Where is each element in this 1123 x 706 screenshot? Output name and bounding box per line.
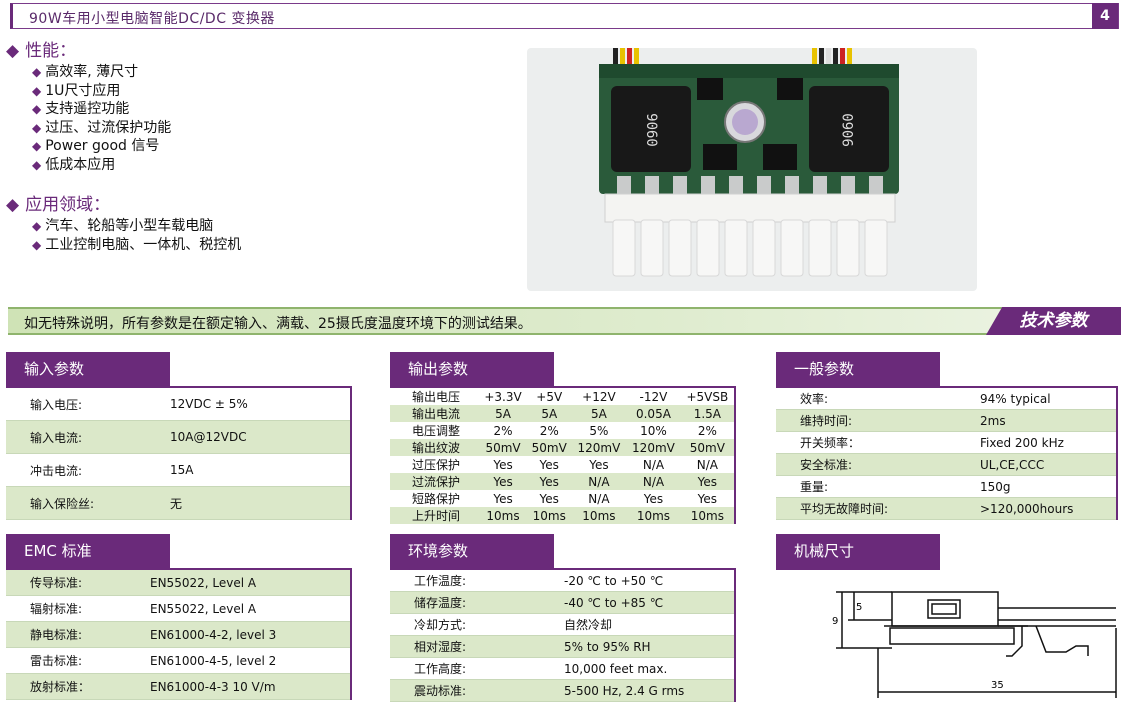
table-row: 效率:94% typical xyxy=(776,388,1116,410)
list-item: ◆1U尺寸应用 xyxy=(32,82,121,99)
diamond-icon: ◆ xyxy=(6,195,20,215)
dimension-5: 5 xyxy=(856,602,862,613)
table-row: 工作高度:10,000 feet max. xyxy=(390,658,734,680)
table-row: 雷击标准:EN61000-4-5, level 2 xyxy=(6,648,350,674)
table-row: 输出电压+3.3V+5V+12V-12V+5VSB xyxy=(412,389,729,405)
product-photo: 9060 9060 xyxy=(527,48,977,291)
emc-panel: EMC 标准 传导标准:EN55022, Level A 辐射标准:EN5502… xyxy=(6,534,352,700)
dimension-9: 9 xyxy=(832,616,838,627)
table-row: 维持时间:2ms xyxy=(776,410,1116,432)
diamond-icon: ◆ xyxy=(32,65,42,79)
panel-title: 输入参数 xyxy=(6,352,170,386)
page-header: 90W车用小型电脑智能DC/DC 变换器 4 xyxy=(10,3,1119,29)
dc-converter-illustration: 9060 9060 xyxy=(599,48,899,277)
applications-heading: ◆应用领域： xyxy=(6,195,111,215)
list-item: ◆Power good 信号 xyxy=(32,138,160,154)
panel-title: 环境参数 xyxy=(390,534,554,568)
banner-tag: 技术参数 xyxy=(986,307,1121,335)
diamond-icon: ◆ xyxy=(32,157,42,172)
dimension-diagram: 9 5 35 xyxy=(832,591,1117,698)
spec-banner: 如无特殊说明，所有参数是在额定输入、满载、25摄氏度温度环境下的测试结果。 技术… xyxy=(8,307,1121,335)
page-number: 4 xyxy=(1092,3,1118,29)
list-item: ◆工业控制电脑、一体机、税控机 xyxy=(32,236,242,253)
table-row: 震动标准:5-500 Hz, 2.4 G rms xyxy=(390,680,734,702)
table-row: 输入电流:10A@12VDC xyxy=(6,421,350,454)
list-item: ◆支持遥控功能 xyxy=(32,101,130,117)
table-row: 静电标准:EN61000-4-2, level 3 xyxy=(6,622,350,648)
table-row: 输入电压:12VDC ± 5% xyxy=(6,388,350,421)
list-item: ◆低成本应用 xyxy=(32,156,116,173)
table-row: 辐射标准:EN55022, Level A xyxy=(6,596,350,622)
panel-rule xyxy=(776,386,1118,388)
table-row: 冲击电流:15A xyxy=(6,454,350,487)
panel-rule xyxy=(776,568,940,570)
dimension-35: 35 xyxy=(991,680,1004,691)
panel-rule xyxy=(6,568,352,570)
table-row: 放射标准：EN61000-4-3 10 V/m xyxy=(6,674,350,700)
mechanical-panel: 机械尺寸 xyxy=(776,534,1118,570)
table-row: 安全标准:UL,CE,CCC xyxy=(776,454,1116,476)
features-section: ◆性能： ◆高效率, 薄尺寸 ◆1U尺寸应用 ◆支持遥控功能 ◆过压、过流保护功… xyxy=(6,36,171,174)
list-item: ◆高效率, 薄尺寸 xyxy=(32,64,139,80)
panel-rule xyxy=(390,386,736,388)
table-row: 重量:150g xyxy=(776,476,1116,498)
table-row: 相对湿度:5% to 95% RH xyxy=(390,636,734,658)
environment-panel: 环境参数 工作温度:-20 ℃ to +50 ℃ 储存温度:-40 ℃ to +… xyxy=(390,534,736,702)
diamond-icon: ◆ xyxy=(6,41,20,61)
diamond-icon: ◆ xyxy=(32,219,42,233)
diamond-icon: ◆ xyxy=(32,83,42,98)
panel-rule xyxy=(390,568,736,570)
diamond-icon: ◆ xyxy=(32,237,42,252)
diamond-icon: ◆ xyxy=(32,120,42,135)
applications-section: ◆应用领域： ◆汽车、轮船等小型车载电脑 ◆工业控制电脑、一体机、税控机 xyxy=(6,190,241,254)
banner-text: 如无特殊说明，所有参数是在额定输入、满载、25摄氏度温度环境下的测试结果。 xyxy=(24,316,532,332)
table-row: 输入保险丝:无 xyxy=(6,487,350,520)
table-row: 传导标准:EN55022, Level A xyxy=(6,570,350,596)
panel-title: 输出参数 xyxy=(390,352,554,386)
input-params-panel: 输入参数 输入电压:12VDC ± 5% 输入电流:10A@12VDC 冲击电流… xyxy=(6,352,352,520)
diamond-icon: ◆ xyxy=(32,102,42,116)
general-params-panel: 一般参数 效率:94% typical 维持时间:2ms 开关频率：Fixed … xyxy=(776,352,1118,520)
list-item: ◆汽车、轮船等小型车载电脑 xyxy=(32,218,214,234)
panel-title: 一般参数 xyxy=(776,352,940,386)
list-item: ◆过压、过流保护功能 xyxy=(32,119,172,136)
page-title: 90W车用小型电脑智能DC/DC 变换器 xyxy=(29,11,275,27)
table-row: 开关频率：Fixed 200 kHz xyxy=(776,432,1116,454)
applications-list: ◆汽车、轮船等小型车载电脑 ◆工业控制电脑、一体机、税控机 xyxy=(32,217,241,254)
table-row: 平均无故障时间:>120,000hours xyxy=(776,498,1116,520)
panel-title: EMC 标准 xyxy=(6,534,170,568)
panel-title: 机械尺寸 xyxy=(776,534,940,568)
features-heading: ◆性能： xyxy=(6,41,77,61)
inductor-marking-right: 9060 xyxy=(841,113,857,147)
table-row: 冷却方式:自然冷却 xyxy=(390,614,734,636)
diamond-icon: ◆ xyxy=(32,139,42,153)
table-row: 工作温度:-20 ℃ to +50 ℃ xyxy=(390,570,734,592)
features-list: ◆高效率, 薄尺寸 ◆1U尺寸应用 ◆支持遥控功能 ◆过压、过流保护功能 ◆Po… xyxy=(32,63,171,174)
mechanical-drawing: 9 5 35 xyxy=(826,586,1122,706)
panel-rule xyxy=(6,386,352,388)
inductor-marking-left: 9060 xyxy=(643,113,659,147)
table-row: 储存温度:-40 ℃ to +85 ℃ xyxy=(390,592,734,614)
